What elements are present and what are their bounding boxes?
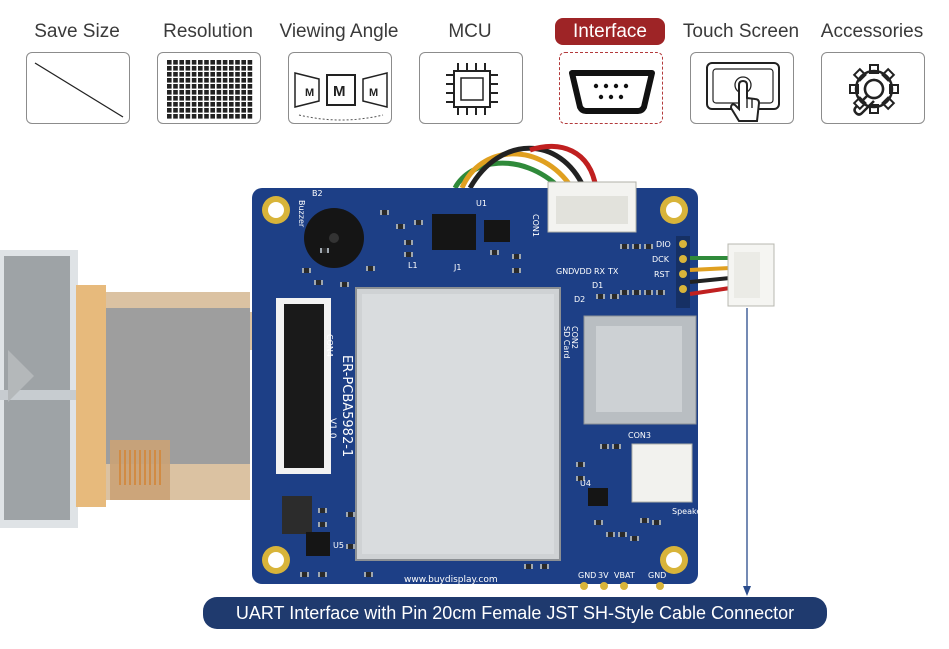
part-label-con1: CON1	[531, 214, 540, 237]
bottom-pin-3v: 3V	[598, 571, 609, 580]
part-label-u1: U1	[476, 199, 487, 208]
serial-port-icon	[559, 52, 663, 124]
pin-label-dck: DCK	[652, 255, 670, 264]
pin-label-rx: RX	[594, 267, 606, 276]
part-label-l1: L1	[408, 261, 418, 270]
tab-viewing-angle[interactable]: Viewing Angle M M M	[274, 18, 404, 124]
tab-mcu[interactable]: MCU	[405, 18, 535, 124]
pcb-model-text: ER-PCBA5982-1	[339, 355, 354, 457]
pin-label-vdd: VDD	[574, 267, 592, 276]
sd-card-label: SD Card	[562, 326, 571, 359]
part-label-con3: CON3	[628, 431, 651, 440]
pcb-website-text: www.buydisplay.com	[404, 575, 498, 585]
part-label-u4: U4	[580, 479, 591, 488]
pin-label-gnd: GND	[556, 267, 574, 276]
tab-resolution[interactable]: Resolution	[143, 18, 273, 124]
tab-touch-screen[interactable]: Touch Screen	[676, 18, 806, 124]
speaker-label: Speaker	[672, 507, 705, 516]
tab-label: Resolution	[163, 21, 253, 42]
pin-label-tx: TX	[607, 267, 619, 276]
viewing-angle-icon: M M M	[288, 52, 392, 124]
bottom-pin-gnd-2: GND	[648, 571, 666, 580]
part-label-u5: U5	[333, 541, 344, 550]
part-label-j1: J1	[453, 263, 461, 272]
lcd-panel	[0, 250, 78, 528]
gear-wrench-icon	[821, 52, 925, 124]
part-label-con2: CON2	[570, 326, 579, 349]
tab-save-size[interactable]: Save Size	[12, 18, 142, 124]
bottom-pin-vbat: VBAT	[614, 571, 635, 580]
pcb-version-text: V1.0	[327, 418, 337, 439]
tab-accessories[interactable]: Accessories	[807, 18, 937, 124]
chip-icon	[419, 52, 523, 124]
svg-text:M: M	[333, 83, 346, 100]
pcb-board: ER-PCBA5982-1 V1.0 www.buydisplay.com GN…	[252, 181, 705, 590]
buzzer-label: Buzzer	[297, 200, 306, 228]
tab-label: Accessories	[820, 21, 924, 42]
part-label-con4: CON4	[325, 334, 334, 357]
pin-label-rst: RST	[654, 270, 670, 279]
tab-label: Interface	[555, 18, 665, 45]
svg-text:M: M	[369, 87, 378, 99]
flex-cable	[76, 285, 300, 507]
diagonal-line-icon	[26, 52, 130, 124]
part-label-d1: D1	[592, 281, 603, 290]
touch-hand-icon	[690, 52, 794, 124]
cable-wires	[452, 143, 599, 190]
part-label-b2: B2	[312, 189, 323, 198]
part-label-d2: D2	[574, 295, 585, 304]
tab-label: Save Size	[34, 21, 120, 42]
tab-label: Viewing Angle	[279, 21, 399, 42]
caption-banner: UART Interface with Pin 20cm Female JST …	[203, 597, 827, 629]
svg-text:M: M	[305, 87, 314, 99]
arrow-pointer	[743, 308, 751, 596]
tab-label: Touch Screen	[682, 21, 800, 42]
tab-interface[interactable]: Interface	[545, 18, 675, 124]
pixel-grid-icon	[157, 52, 261, 124]
tab-label: MCU	[448, 21, 492, 42]
feature-tab-bar: Save Size Resolution Viewing Angle M M M…	[0, 0, 949, 140]
pin-label-dio: DIO	[656, 240, 671, 249]
bottom-pin-gnd-1: GND	[578, 571, 596, 580]
product-photo: ER-PCBA5982-1 V1.0 www.buydisplay.com GN…	[0, 143, 775, 596]
jst-connector	[689, 243, 775, 307]
